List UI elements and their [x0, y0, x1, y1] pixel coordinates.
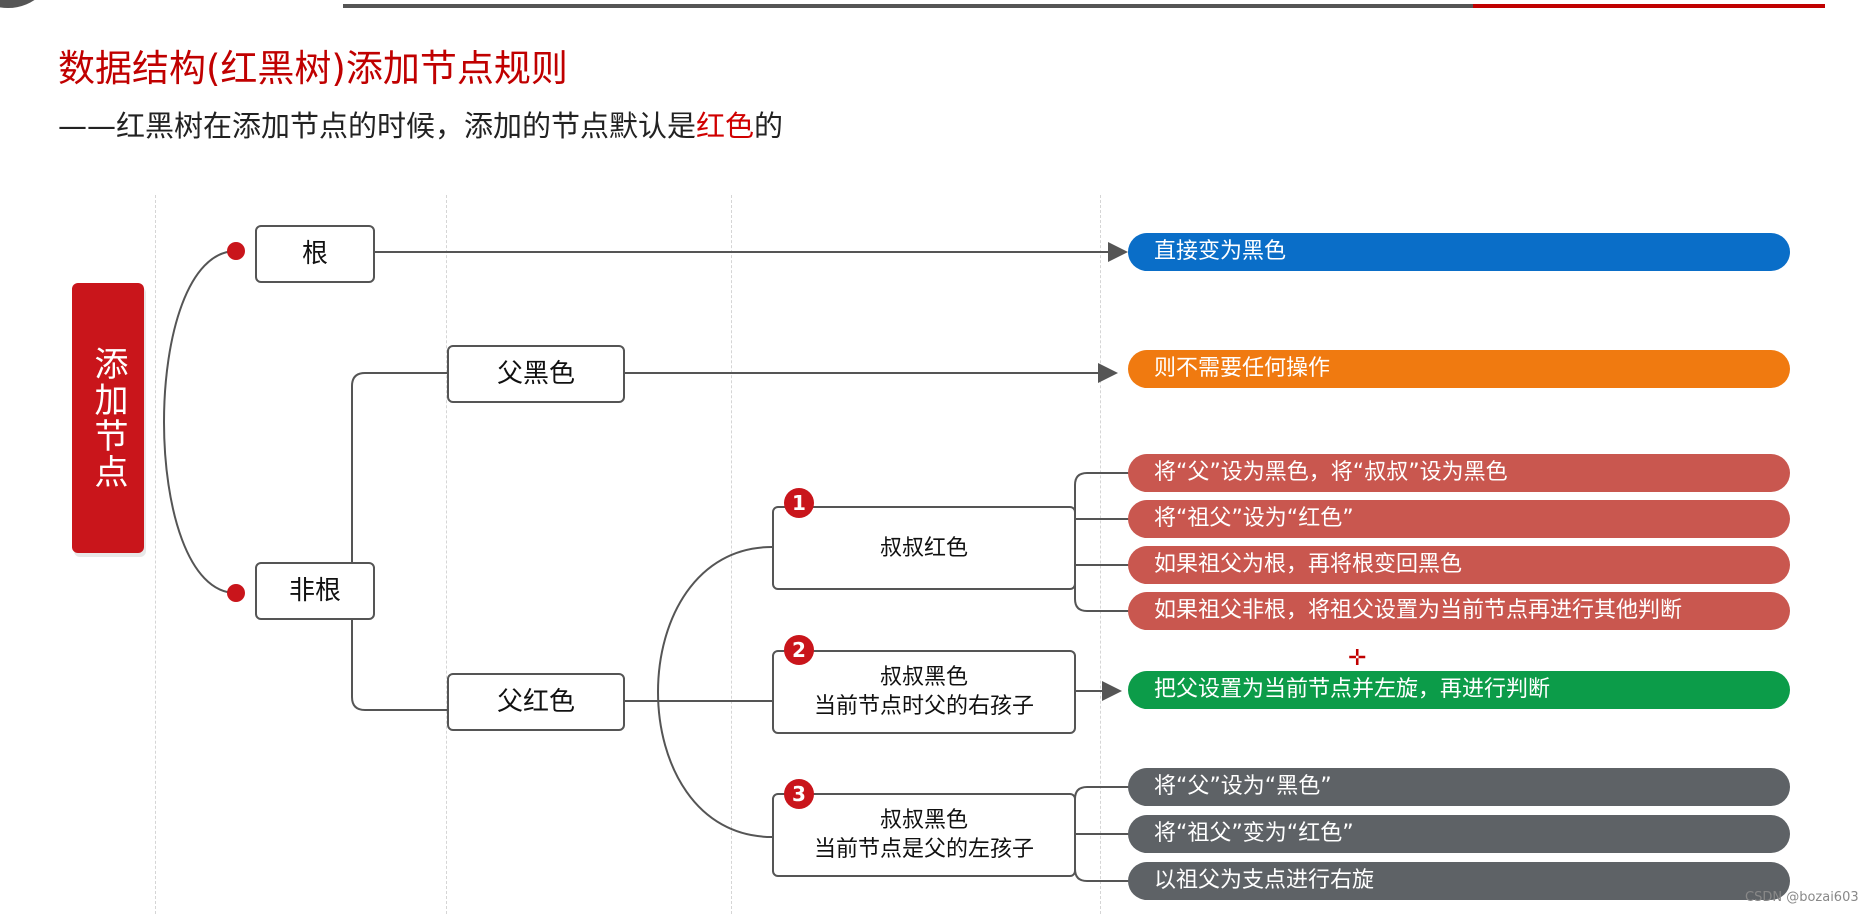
result-root: 直接变为黑色 [1128, 233, 1790, 271]
node-case-uncle-black-right: 叔叔黑色 当前节点时父的右孩子 [772, 650, 1076, 734]
connector-nonroot-branches [351, 372, 447, 711]
subtitle-highlight: 红色 [696, 109, 755, 143]
node-non-root: 非根 [255, 562, 375, 620]
result-case1-step: 将“祖父”设为“红色” [1128, 500, 1790, 538]
top-progress-bar [343, 4, 1473, 8]
guide-line [446, 195, 447, 914]
subtitle-prefix: ——红黑树在添加节点的时候，添加的节点默认是 [58, 109, 697, 143]
result-case3-step: 将“祖父”变为“红色” [1128, 815, 1790, 853]
node-root: 根 [255, 225, 375, 283]
case-number-badge: 2 [784, 635, 814, 665]
node-case-uncle-red: 叔叔红色 [772, 506, 1076, 590]
page-title: 数据结构(红黑树)添加节点规则 [58, 47, 568, 90]
branch-dot [227, 242, 245, 260]
result-case1-step: 如果祖父为根，再将根变回黑色 [1128, 546, 1790, 584]
result-case3-step: 将“父”设为“黑色” [1128, 768, 1790, 806]
root-concept-add-node: 添加节点 [72, 283, 144, 553]
node-case-uncle-black-left: 叔叔黑色 当前节点是父的左孩子 [772, 793, 1076, 877]
result-case3-step: 以祖父为支点进行右旋 [1128, 862, 1790, 900]
top-progress-accent [1473, 4, 1825, 8]
guide-line [1100, 195, 1101, 914]
connector-parentred-branches [657, 546, 773, 838]
subtitle-suffix: 的 [754, 109, 784, 143]
bracket-case1 [1074, 472, 1129, 612]
node-parent-red: 父红色 [447, 673, 625, 731]
bracket-case1-mid [1075, 518, 1129, 566]
result-case1-step: 将“父”设为黑色，将“叔叔”设为黑色 [1128, 454, 1790, 492]
node-parent-black: 父黑色 [447, 345, 625, 403]
result-case1-step: 如果祖父非根，将祖父设置为当前节点再进行其他判断 [1128, 592, 1790, 630]
mouse-cursor-icon: ✛ [1348, 646, 1367, 671]
case-number-badge: 3 [784, 779, 814, 809]
branch-dot [227, 584, 245, 602]
page-subtitle: ——红黑树在添加节点的时候，添加的节点默认是红色的 [58, 103, 783, 145]
result-parent-black: 则不需要任何操作 [1128, 350, 1790, 388]
connector-root-branches [163, 250, 237, 594]
case-number-badge: 1 [784, 488, 814, 518]
guide-line [155, 195, 156, 914]
result-case2-step: 把父设置为当前节点并左旋，再进行判断 [1128, 671, 1790, 709]
watermark: CSDN @bozai603 [1745, 890, 1859, 905]
